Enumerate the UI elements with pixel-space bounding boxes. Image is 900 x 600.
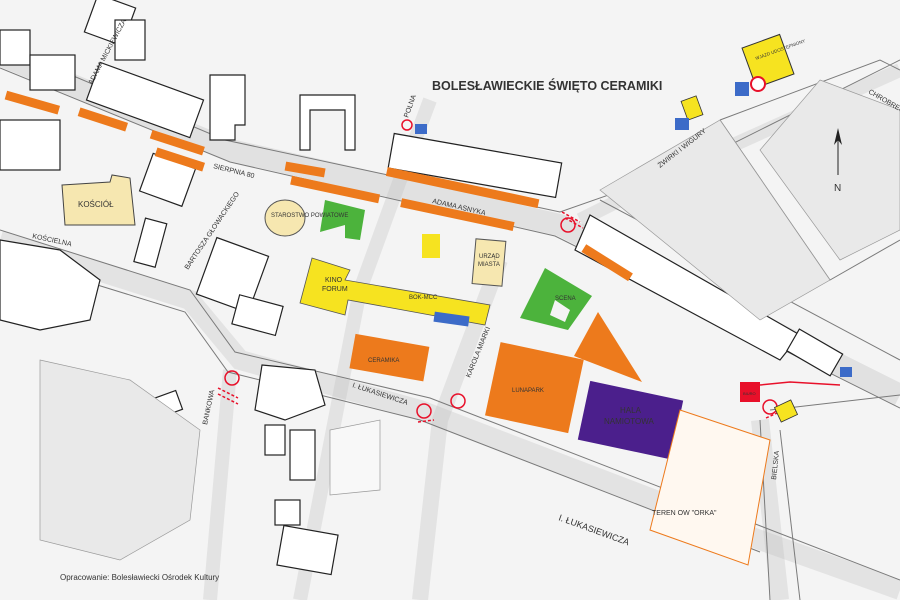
buildings: [0, 0, 844, 576]
miasta-label: MIASTA: [478, 262, 500, 268]
arrow-sign-icon: [773, 399, 799, 423]
starostwo-area: [264, 199, 306, 237]
scena-area: [574, 312, 642, 382]
orka-label: TEREN OW "ORKA": [652, 510, 717, 517]
biuro-label: BIURO: [743, 391, 756, 396]
ceramika-label: CERAMIKA: [368, 358, 399, 364]
blue-box: [433, 311, 470, 327]
urzad-label: URZĄD: [479, 254, 500, 260]
lunapark-label: LUNAPARK: [512, 388, 544, 394]
forum-label: FORUM: [322, 286, 348, 293]
street-label: I. ŁUKASIEWICZA: [557, 512, 630, 547]
sign-icon: [735, 82, 749, 96]
closure-bar: [149, 129, 205, 156]
barriers: [217, 119, 785, 423]
biuro-box: [740, 382, 760, 402]
north-arrow: [834, 128, 842, 175]
closure-bar: [284, 161, 326, 178]
road-signs: [415, 33, 852, 423]
urzad-area: [471, 238, 507, 287]
no-entry-icon: [750, 76, 766, 92]
closure-bars: [4, 90, 633, 282]
street-label: BIELSKA: [771, 450, 781, 480]
green-area-2: [520, 268, 592, 330]
starostwo-label: STAROSTWO POWIATOWE: [271, 213, 348, 219]
parking-icon: [675, 118, 689, 130]
closure-bar: [290, 175, 381, 204]
closure-bar: [385, 167, 540, 209]
lunapark-area: [485, 342, 584, 434]
closure-bar: [4, 90, 61, 115]
kino-forum-area: [299, 257, 491, 326]
red-route: [759, 381, 841, 386]
hala-area: [577, 380, 684, 460]
credit-text: Opracowanie: Bolesławiecki Ośrodek Kultu…: [60, 573, 219, 582]
park-areas: [39, 79, 900, 561]
closure-bar: [154, 147, 206, 172]
ceramika-area: [349, 333, 430, 382]
kino-label: KINO: [325, 277, 343, 284]
closure-bar: [581, 244, 633, 282]
yellow-box-1: [422, 234, 440, 258]
parking-icon: [415, 124, 427, 134]
hala-label: HALA: [620, 406, 642, 415]
event-zones: [61, 174, 841, 566]
closure-bar: [77, 107, 129, 132]
orka-area: [649, 409, 771, 566]
kosciol-area: [61, 174, 136, 226]
street-label: BANKOWA: [202, 389, 216, 426]
north-label: N: [834, 183, 841, 194]
kosciol-label: KOŚCIÓŁ: [78, 200, 114, 209]
arrow-sign-icon: [680, 95, 704, 121]
closure-bar: [400, 198, 515, 231]
green-area-1: [320, 200, 365, 240]
street-label: SIERPNIA 80: [213, 163, 256, 180]
namiotowa-label: NAMIOTOWA: [604, 417, 654, 426]
scena-label: SCENA: [555, 296, 576, 302]
info-sign: [741, 33, 795, 89]
map-title: BOLESŁAWIECKIE ŚWIĘTO CERAMIKI: [432, 78, 662, 93]
parking-icon: [840, 367, 852, 377]
bok-mcc-label: BOK-MCC: [409, 295, 438, 301]
street-label: POLNA: [403, 94, 418, 119]
